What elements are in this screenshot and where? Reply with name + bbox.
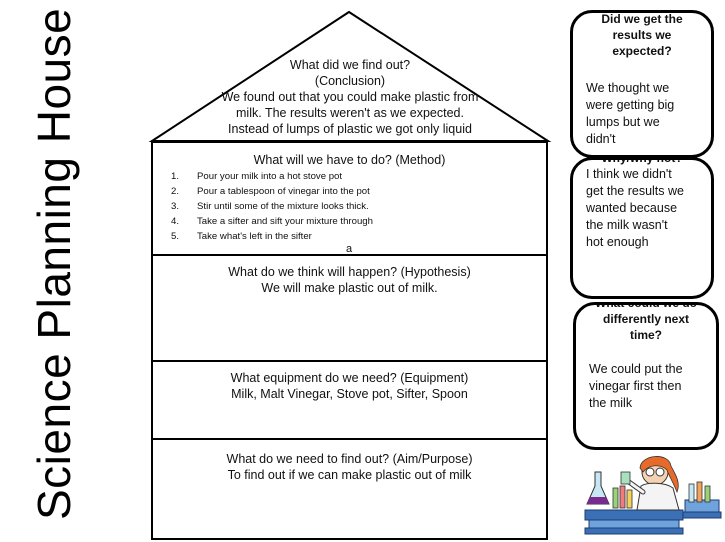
answer-line: were getting big [586,98,675,112]
answer-line: the milk wasn't [586,218,668,232]
equipment-heading: What equipment do we need? (Equipment) [230,371,469,385]
question-line: time? [629,328,662,342]
question-line: What could we do [595,302,697,310]
reflection-answer: I think we didn't get the results we wan… [573,166,711,251]
aim-heading: What do we need to find out? (Aim/Purpos… [226,452,473,466]
answer-line: lumps but we [586,115,660,129]
conclusion-line: We found out that you could make plastic… [221,90,479,104]
step-number: 3. [171,201,180,212]
method-steps: 1. Pour your milk into a hot stove pot 2.… [171,169,373,244]
reflection-answer: We could put the vinegar first then the … [576,361,716,412]
step-text: Pour your milk into a hot stove pot [197,171,343,182]
reflection-answer: We thought we were getting big lumps but… [573,80,711,148]
question-line: differently next [602,312,689,326]
conclusion-line: Instead of lumps of plastic we got only … [228,122,472,136]
step-text: Stir until some of the mixture looks thi… [197,201,369,212]
hypothesis-heading: What do we think will happen? (Hypothesi… [228,265,471,279]
reflection-box-results: Did we get the results we expected? We t… [570,10,714,158]
question-line: results we [612,28,672,42]
step-text: Take what's left in the sifter [197,231,312,242]
answer-line: vinegar first then [589,379,682,393]
method-section: What will we have to do? (Method) 1. Pour… [151,141,548,256]
method-step: 5. Take what's left in the sifter [171,229,373,244]
step-number: 5. [171,231,180,242]
question-line: Did we get the [601,12,683,26]
answer-line: get the results we [586,184,684,198]
step-number: 1. [171,171,180,182]
step-number: 4. [171,216,180,227]
conclusion-section: What did we find out? (Conclusion) We fo… [185,57,515,137]
reflection-box-next-time: What could we do differently next time? … [573,302,719,450]
answer-line: wanted because [586,201,678,215]
hypothesis-text: We will make plastic out of milk. [261,281,438,295]
method-step: 3. Stir until some of the mixture looks t… [171,199,373,214]
question-line: expected? [612,44,672,58]
answer-line: the milk [589,396,633,410]
reflection-question: Did we get the results we expected? [573,12,711,59]
method-step: 1. Pour your milk into a hot stove pot [171,169,373,184]
equipment-section: What equipment do we need? (Equipment) M… [151,360,548,440]
conclusion-heading: What did we find out? [289,58,411,72]
stray-character: a [346,243,353,255]
method-heading: What will we have to do? (Method) [253,153,446,167]
hypothesis-section: What do we think will happen? (Hypothesi… [151,254,548,362]
equipment-text: Milk, Malt Vinegar, Stove pot, Sifter, S… [231,387,468,401]
conclusion-subheading: (Conclusion) [314,74,386,88]
reflection-question: What could we do differently next time? [576,302,716,343]
method-step: 2. Pour a tablespoon of vinegar into the … [171,184,373,199]
step-text: Pour a tablespoon of vinegar into the po… [197,186,370,197]
reflection-box-why: Why/why not? I think we didn't get the r… [570,157,714,299]
step-text: Take a sifter and sift your mixture thro… [197,216,373,227]
step-number: 2. [171,186,180,197]
answer-line: hot enough [586,235,649,249]
answer-line: didn't [586,132,616,146]
conclusion-line: milk. The results weren't as we expected… [236,106,464,120]
answer-line: We thought we [586,81,670,95]
method-step: 4. Take a sifter and sift your mixture th… [171,214,373,229]
answer-line: We could put the [589,362,683,376]
aim-section: What do we need to find out? (Aim/Purpos… [151,438,548,540]
aim-text: To find out if we can make plastic out o… [227,468,472,482]
question-line: Why/why not? [601,157,683,165]
scientist-illustration [584,456,722,535]
reflection-question: Why/why not? [573,157,711,166]
answer-line: I think we didn't [586,167,672,181]
